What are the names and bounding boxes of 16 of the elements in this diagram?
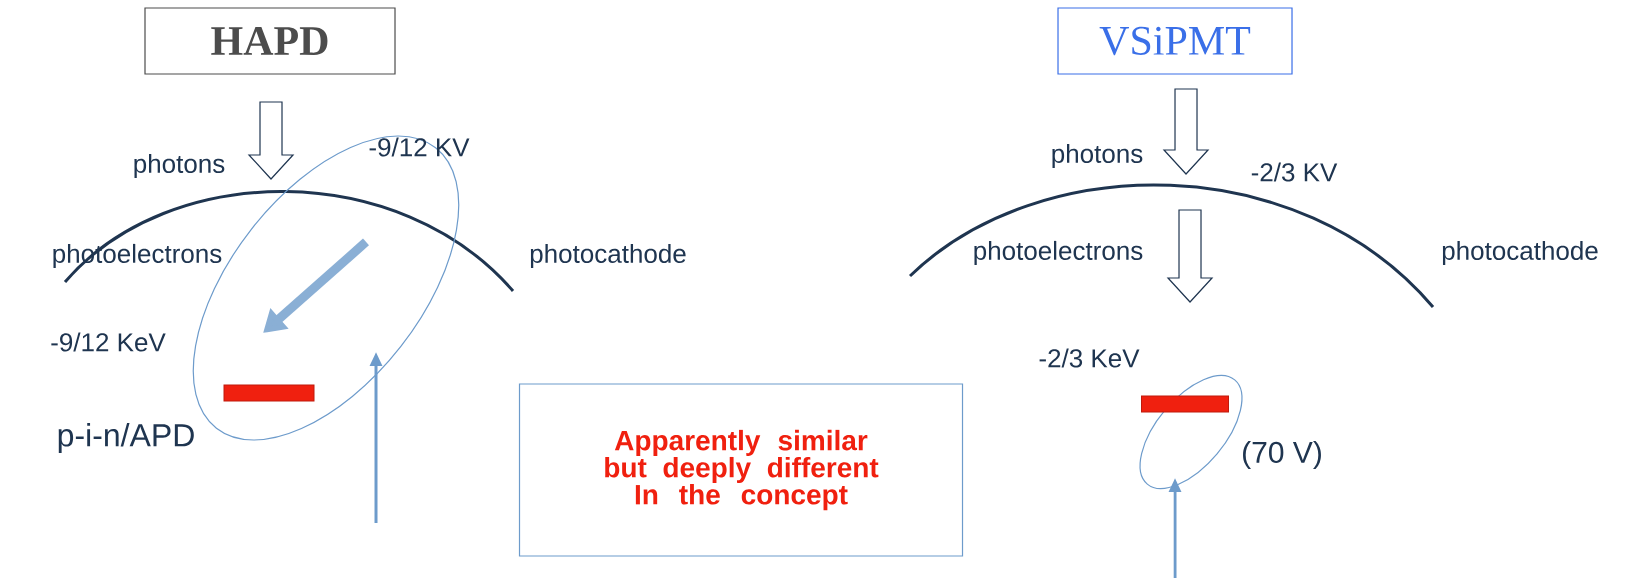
text-label: photons	[134, 153, 225, 179]
title-box: HAPD	[144, 7, 396, 75]
text-label: -9/12 KV	[369, 137, 470, 157]
title-box: VSiPMT	[1057, 7, 1293, 75]
text-label: photons	[1052, 143, 1143, 169]
text-label: -2/3 KeV	[1039, 348, 1140, 368]
text-label: -9/12 KeV	[51, 332, 166, 352]
note-box: Apparently similar but deeply different In the concept	[518, 383, 964, 557]
text-label: photocathode	[530, 243, 686, 269]
text-label: (70 V)	[1243, 441, 1321, 469]
sensor-bar	[1141, 395, 1229, 413]
text-label: p-i-n/APD	[58, 423, 194, 453]
text-label: photocathode	[1442, 240, 1598, 266]
text-label: photoelectrons	[974, 240, 1143, 266]
text-label: -2/3 KV	[1251, 162, 1338, 182]
sensor-bar	[223, 384, 315, 402]
